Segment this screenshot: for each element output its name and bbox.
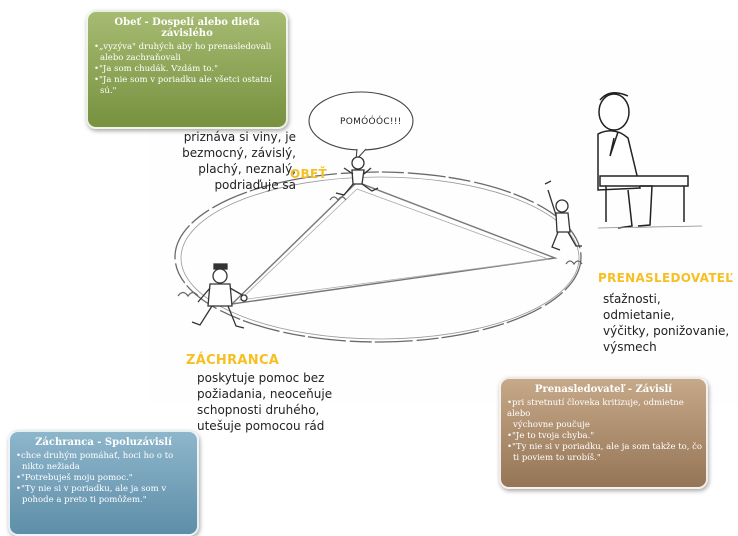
rescuer-callout-line: •chce druhým pomáhať, hoci ho o to (16, 451, 174, 461)
rescuer-description-line: schopnosti druhého, (197, 403, 320, 417)
victim-callout-line: alebo zachraňovali (100, 53, 181, 63)
speech-bubble-text: POMÓÓÓC!!! (340, 117, 402, 127)
persecutor-callout-line: •"Je to tvoja chyba." (507, 431, 595, 441)
rescuer-callout-box: Záchranca - Spoluzávislí •chce druhým po… (8, 430, 199, 536)
victim-description-line: plachý, neznalý, (198, 162, 296, 176)
victim-description-line: priznáva si viny, je (183, 130, 296, 144)
victim-callout-line: sú." (100, 86, 117, 96)
rescuer-description-line: poskytuje pomoc bez (197, 371, 325, 385)
rescuer-callout-line: •"Ty nie si v poriadku, ale ja som v (16, 484, 167, 494)
persecutor-role-label: PRENASLEDOVATEĽ (598, 271, 734, 285)
rescuer-description-line: utešuje pomocou rád (197, 419, 325, 433)
chase-ellipse (174, 171, 582, 343)
persecutor-description-line: sťažnosti, odmietanie, (603, 292, 675, 322)
victim-callout-title: Obeť - Dospelí alebo dieťa závislého (114, 17, 260, 39)
persecutor-callout-box: Prenasledovateľ - Závislí •pri stretnutí… (499, 377, 708, 489)
victim-callout-line: •"Ja nie som v poriadku ale všetci ostat… (94, 75, 272, 85)
victim-callout-line: •"Ja som chudák. Vzdám to." (94, 64, 218, 74)
chasing-persecutor-figure (544, 180, 583, 266)
persecutor-description-line: výsmech (603, 340, 657, 354)
victim-description-line: podriaďuje sa (214, 178, 296, 192)
persecutor-callout-title: Prenasledovateľ - Závislí (534, 384, 673, 395)
rescuer-callout-title: Záchranca - Spoluzávislí (35, 437, 172, 448)
victim-description: priznáva si viny, je bezmocný, závislý, … (168, 129, 296, 193)
persecutor-callout-line: ti poviem to urobíš." (513, 453, 601, 463)
victim-role-label: OBEŤ (290, 167, 327, 181)
running-victim-figure (329, 156, 379, 202)
rescuer-role-label: ZÁCHRANCA (186, 353, 280, 368)
thinking-man-on-chair-figure (597, 92, 703, 229)
rescuer-description: poskytuje pomoc bez požiadania, neoceňuj… (197, 370, 337, 434)
victim-description-line: bezmocný, závislý, (182, 146, 296, 160)
victim-callout-line: •„vyzýva" druhých aby ho prenasledovali (94, 42, 272, 52)
rescuer-callout-line: nikto nežiada (22, 462, 80, 472)
chase-ellipse-inner (180, 176, 580, 340)
rescuer-callout-line: pohode a preto ti pomôžem." (22, 495, 147, 505)
persecutor-description: sťažnosti, odmietanie, výčitky, ponižova… (603, 291, 735, 355)
drama-triangle-inner (238, 188, 549, 301)
persecutor-callout-line: výchovne poučuje (513, 420, 590, 430)
running-rescuer-figure (177, 263, 248, 329)
persecutor-callout-line: •pri stretnutí človeka kritizuje, odmiet… (507, 398, 684, 419)
persecutor-callout-line: •"Ty nie si v poriadku, ale ja som takže… (507, 442, 703, 452)
rescuer-description-line: požiadania, neoceňuje (197, 387, 333, 401)
persecutor-description-line: výčitky, ponižovanie, (603, 324, 730, 338)
victim-callout-box: Obeť - Dospelí alebo dieťa závislého •„v… (86, 10, 288, 129)
rescuer-callout-line: •"Potrebuješ moju pomoc." (16, 473, 133, 483)
drama-triangle (229, 181, 558, 305)
